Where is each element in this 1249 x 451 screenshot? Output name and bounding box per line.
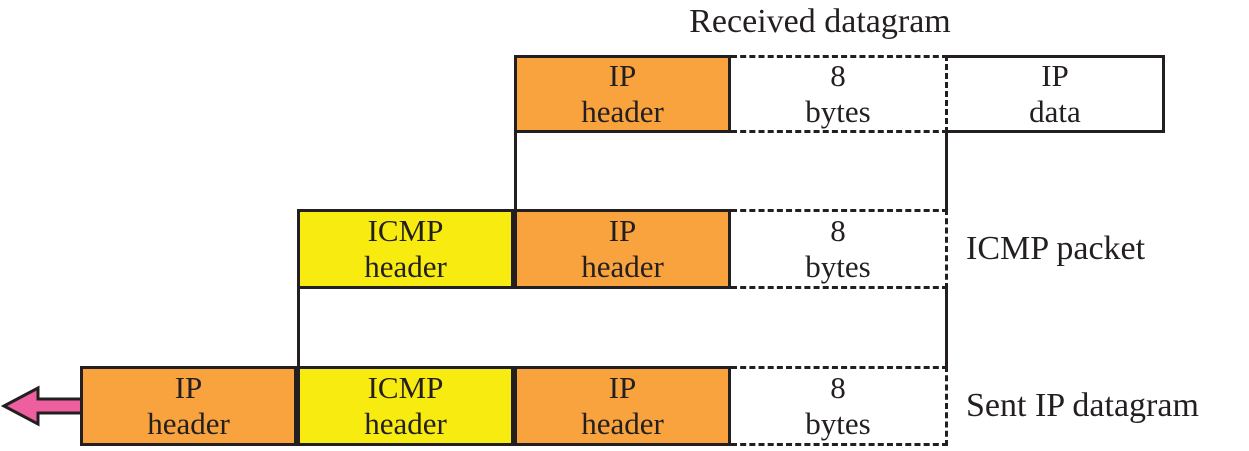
- box-label-line1: 8: [830, 370, 846, 405]
- arrow-left-icon: [0, 385, 86, 427]
- box-label-line1: ICMP: [367, 213, 444, 248]
- box-label-line1: IP: [608, 213, 637, 248]
- box-label-line2: header: [581, 249, 664, 284]
- box-label-line1: IP: [174, 370, 203, 405]
- box-label-line2: bytes: [805, 249, 871, 284]
- box-label-line1: IP: [1041, 58, 1069, 93]
- box-label-line2: header: [581, 94, 664, 129]
- sent-8-bytes-box: 8 bytes: [731, 366, 948, 446]
- sent-inner-ip-header-box: IP header: [514, 366, 731, 446]
- sent-icmp-header-box: ICMP header: [297, 366, 514, 446]
- received-8-bytes-box: 8 bytes: [731, 55, 948, 133]
- box-label-line2: header: [581, 406, 664, 441]
- connector-line: [945, 133, 948, 209]
- connector-line: [297, 289, 300, 366]
- connector-line: [945, 289, 948, 366]
- box-label-line1: ICMP: [367, 370, 444, 405]
- box-label-line1: IP: [608, 370, 637, 405]
- received-ip-header-box: IP header: [514, 55, 731, 133]
- received-datagram-title: Received datagram: [689, 3, 951, 40]
- received-ip-data-box: IP data: [948, 55, 1165, 133]
- icmp-packet-icmp-header-box: ICMP header: [297, 209, 514, 289]
- sent-ip-datagram-label: Sent IP datagram: [966, 387, 1199, 424]
- box-label-line2: bytes: [805, 94, 871, 129]
- sent-ip-header-box: IP header: [80, 366, 297, 446]
- connector-line: [514, 133, 517, 209]
- box-label-line2: header: [364, 406, 447, 441]
- box-label-line1: IP: [608, 58, 637, 93]
- box-label-line2: data: [1029, 94, 1081, 129]
- box-label-line1: 8: [830, 58, 846, 93]
- box-label-line2: bytes: [805, 406, 871, 441]
- box-label-line1: 8: [830, 213, 846, 248]
- box-label-line2: header: [147, 406, 230, 441]
- icmp-packet-ip-header-box: IP header: [514, 209, 731, 289]
- box-label-line2: header: [364, 249, 447, 284]
- icmp-packet-8-bytes-box: 8 bytes: [731, 209, 948, 289]
- icmp-packet-label: ICMP packet: [966, 230, 1146, 267]
